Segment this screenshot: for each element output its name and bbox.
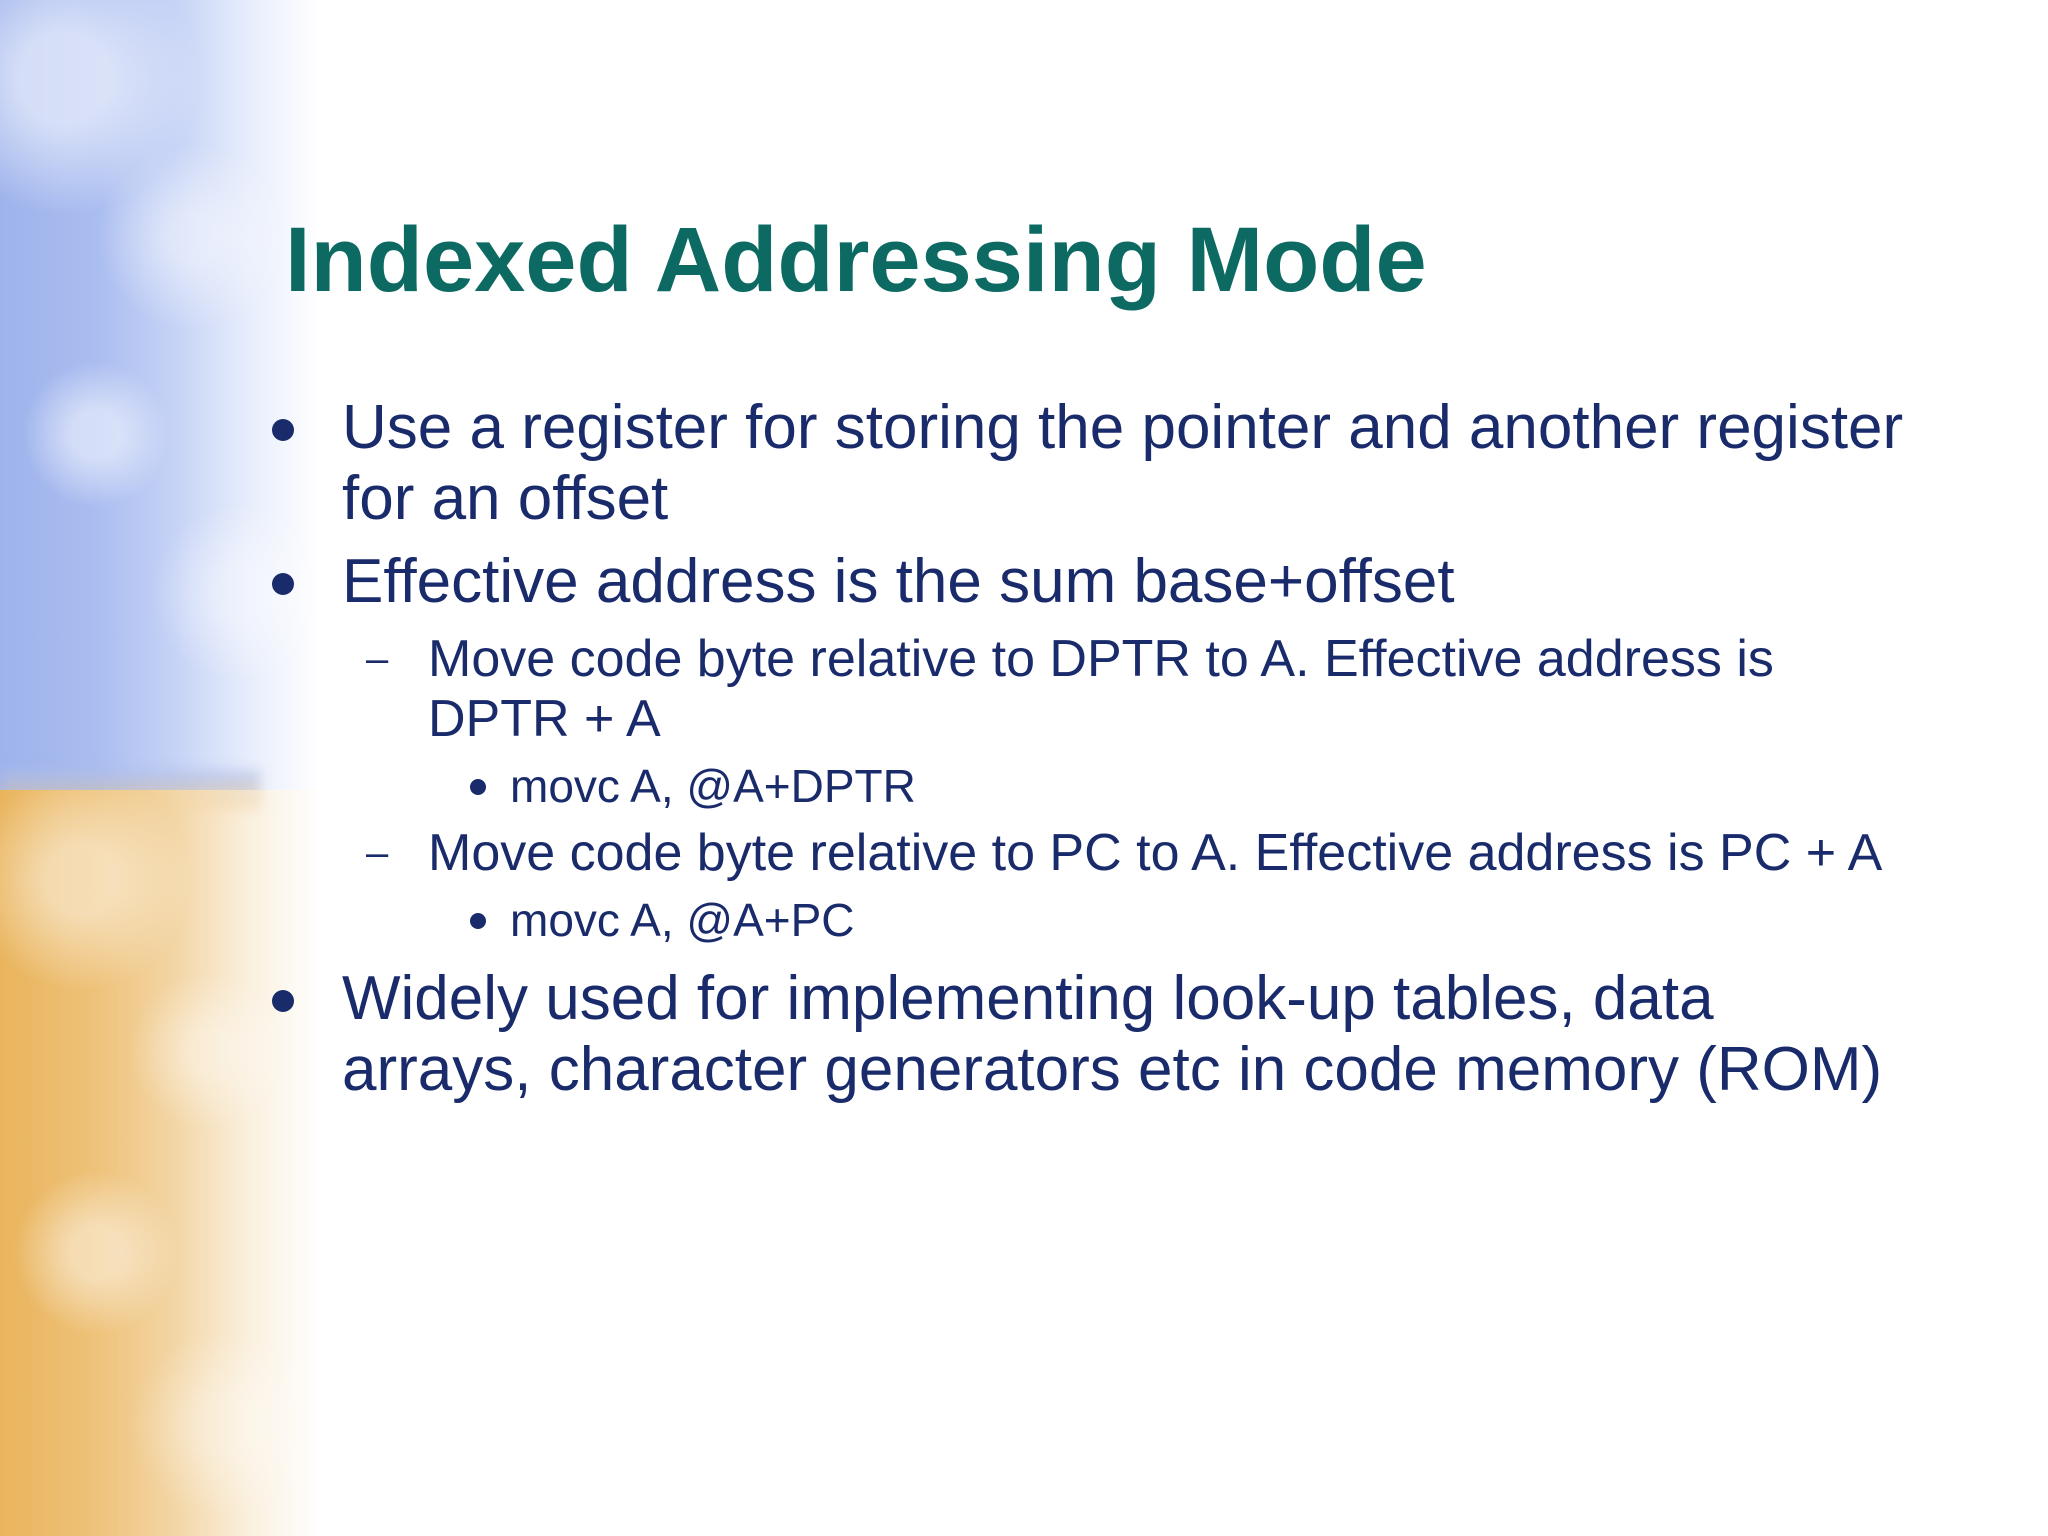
small-bullet-dot-icon (470, 913, 486, 929)
small-bullet-dot-icon (470, 779, 486, 795)
sub-bullet-text: Move code byte relative to PC to A. Effe… (428, 824, 1883, 882)
code-text: movc A, @A+DPTR (510, 760, 916, 812)
bullet-item: Effective address is the sum base+offset (270, 546, 1910, 617)
bullet-text: Use a register for storing the pointer a… (342, 393, 1904, 533)
code-bullet-item: movc A, @A+DPTR (270, 757, 1910, 815)
bullet-item: Widely used for implementing look-up tab… (270, 963, 1910, 1105)
code-bullet-item: movc A, @A+PC (270, 891, 1910, 949)
bullet-text: Effective address is the sum base+offset (342, 547, 1455, 616)
decorative-side-strip (0, 0, 320, 1536)
code-text: movc A, @A+PC (510, 894, 855, 946)
slide-title: Indexed Addressing Mode (285, 209, 1427, 311)
sub-bullet-item: – Move code byte relative to DPTR to A. … (270, 629, 1910, 749)
dash-icon: – (366, 831, 389, 875)
bullet-dot-icon (272, 990, 294, 1012)
bullet-dot-icon (272, 419, 294, 441)
bullet-text: Widely used for implementing look-up tab… (342, 964, 1883, 1104)
sub-bullet-item: – Move code byte relative to PC to A. Ef… (270, 823, 1910, 883)
blue-texture-panel (0, 0, 320, 790)
bullet-list: Use a register for storing the pointer a… (270, 392, 1910, 1117)
sub-bullet-text: Move code byte relative to DPTR to A. Ef… (428, 630, 1774, 748)
bullet-dot-icon (272, 573, 294, 595)
gold-texture-panel (0, 790, 320, 1536)
dash-icon: – (366, 637, 389, 681)
bullet-item: Use a register for storing the pointer a… (270, 392, 1910, 534)
